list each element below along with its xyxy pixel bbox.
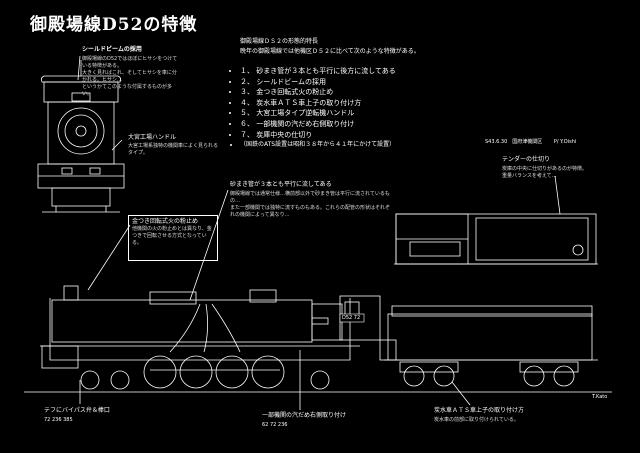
date-credit: S43.6.30 国府津機関区 P/ Y.Oishi [485, 139, 577, 145]
front-view-drawing [37, 60, 125, 213]
feature-item: ５、 大宮工場タイプ逆転機ハンドル [240, 108, 396, 119]
feature-list: １、 砂まき管が３本とも平行に後方に流してある ２、 シールドビームの採用 ３、… [240, 66, 396, 151]
callout-ats-body: 炭水車の前部に取り付けられている。 [434, 417, 519, 423]
callout-steam-dome-numbers: 62 72 236 [262, 422, 288, 428]
callout-tender-divider-title: テンダーの仕切り [502, 156, 551, 163]
feature-item: ６、 一部機関の汽だめ右側取り付け [240, 119, 396, 130]
feature-item: ４、 炭水車ＡＴＳ車上子の取り付け方 [240, 98, 396, 109]
callout-spark-arrester-body: 他機関の火の粉止めとは異なり、金つきで回転させる方式となっている。 [132, 226, 212, 246]
page-title: 御殿場線D52の特徴 [30, 15, 198, 35]
tender-top-view-drawing [394, 175, 598, 265]
callout-reverser-body: 大宮工場系独特の機関車によく見られるタイプ。 [128, 143, 219, 156]
callout-spark-arrester-title: 金つき回転式火の粉止め [132, 218, 199, 225]
callout-sandpipe-title: 砂まき管が３本とも平行に流してある [230, 181, 332, 188]
callout-spark-arrester-box: 金つき回転式火の粉止め 他機関の火の粉止めとは異なり、金つきで回転させる方式とな… [128, 215, 218, 261]
feature-item: ７、 炭庫中央の仕切り [240, 130, 396, 141]
callout-ats-title: 炭水車ＡＴＳ車上子の取り付け方 [434, 407, 525, 414]
feature-item: １、 砂まき管が３本とも平行に後方に流してある [240, 66, 396, 77]
callout-bypass-numbers: 72 236 385 [44, 417, 73, 423]
feature-item: ２、 シールドビームの採用 [240, 77, 396, 88]
intro-line: 晩年の御殿場線では他機区Ｄ５２に比べて次のような特徴がある。 [240, 48, 420, 55]
callout-sealed-beam-title: シールドビームの採用 [82, 46, 142, 53]
artist-signature: T.Kato [592, 394, 608, 400]
feature-note: （国鉄のATS設置は昭和３８年から４１年にかけて設置） [240, 140, 396, 151]
locomotive-number-plate: D52 72 [342, 315, 361, 321]
side-view-drawing [24, 285, 612, 393]
intro-heading: 御殿場線ＤＳ２の形態的特長 [240, 38, 319, 45]
callout-bypass-title: テフにバイパス弁＆棒口 [44, 407, 110, 414]
callout-reverser-title: 大宮工場ハンドル [128, 134, 177, 141]
callout-sandpipe-body: 御殿場線では通常仕様…横前部以外で砂まき管は平行に流されているもの… また一部機… [230, 191, 391, 218]
callout-sealed-beam-body: 御殿場線のD52ではほぼにヒサシをつけている特徴がある。 大きく見ればこれ、そし… [82, 56, 178, 97]
callout-steam-dome-title: 一部機関の汽だめ右側取り付け [262, 412, 347, 419]
feature-item: ３、 金つき回転式火の粉止め [240, 87, 396, 98]
callout-tender-divider-body: 炭庫の中央に仕切りがあるのが特徴。 重量バランスを考えて… [502, 166, 588, 179]
